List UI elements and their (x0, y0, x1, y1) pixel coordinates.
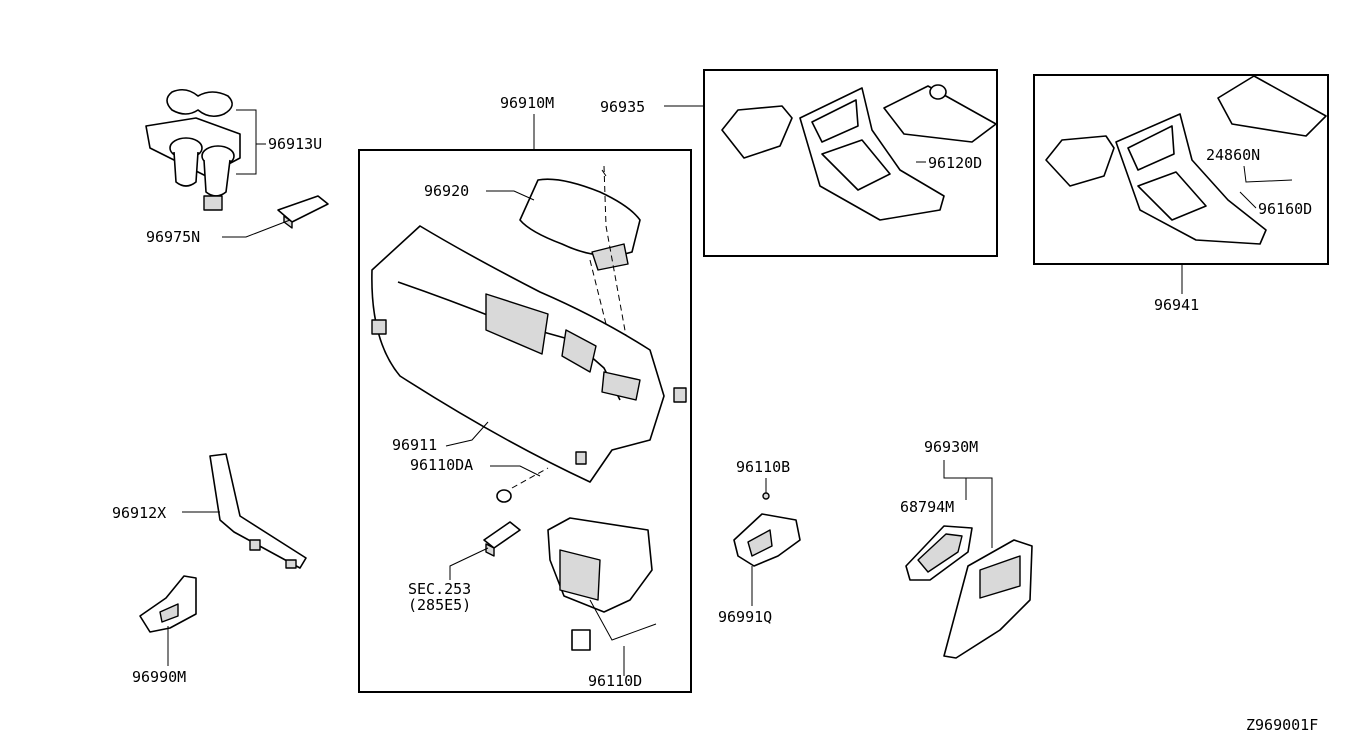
leader-96160D (1239, 191, 1257, 209)
leader-sec253 (449, 547, 489, 580)
harness-24860N (1243, 165, 1293, 183)
label-96912X: 96912X (112, 504, 166, 522)
label-24860N: 24860N (1206, 146, 1260, 164)
shift-finisher-alt-icon (1045, 75, 1327, 245)
clip-ring-icon (496, 489, 512, 503)
dashed-fastener-lines (589, 165, 627, 341)
dashed-clip-line (511, 467, 549, 489)
label-96935: 96935 (600, 98, 645, 116)
console-box-icon (371, 225, 687, 483)
label-96120D: 96120D (928, 154, 982, 172)
leader-96975N (222, 219, 291, 238)
leader-96911 (445, 421, 489, 447)
label-96920: 96920 (424, 182, 469, 200)
leader-96913U (236, 109, 266, 175)
label-96110B: 96110B (736, 458, 790, 476)
leader-96110DA (490, 465, 541, 477)
trim-strip-icon (209, 453, 307, 569)
label-96930M: 96930M (924, 438, 978, 456)
label-96110DA: 96110DA (410, 456, 473, 474)
bracket-96991Q-icon (733, 492, 801, 567)
armrest-lid-icon (519, 178, 641, 271)
connector-285E5-icon (483, 521, 521, 557)
label-96941: 96941 (1154, 296, 1199, 314)
leader-96920 (486, 190, 535, 201)
lower-bracket-icon (547, 517, 657, 651)
rear-vent-icon (905, 525, 1033, 659)
finisher-kit-box-96941 (1033, 74, 1329, 265)
label-96991Q: 96991Q (718, 608, 772, 626)
diagram-code: Z969001F (1246, 716, 1318, 734)
label-96990M: 96990M (132, 668, 186, 686)
label-96110D: 96110D (588, 672, 642, 690)
label-96911: 96911 (392, 436, 437, 454)
label-96160D: 96160D (1258, 200, 1312, 218)
shift-finisher-icon (721, 84, 997, 221)
clip-96975N-icon (277, 195, 329, 229)
label-sec253-sub: (285E5) (408, 596, 471, 614)
console-assembly-box (358, 149, 692, 693)
bracket-96990M-icon (139, 575, 197, 633)
label-96910M: 96910M (500, 94, 554, 112)
finisher-kit-box-96935 (703, 69, 998, 257)
leader-96930M (943, 460, 993, 548)
label-sec253: SEC.253 (408, 580, 471, 598)
screw-top (601, 169, 607, 177)
label-96913U: 96913U (268, 135, 322, 153)
label-68794M: 68794M (900, 498, 954, 516)
cup-holder-icon (145, 88, 241, 211)
label-96975N: 96975N (146, 228, 200, 246)
